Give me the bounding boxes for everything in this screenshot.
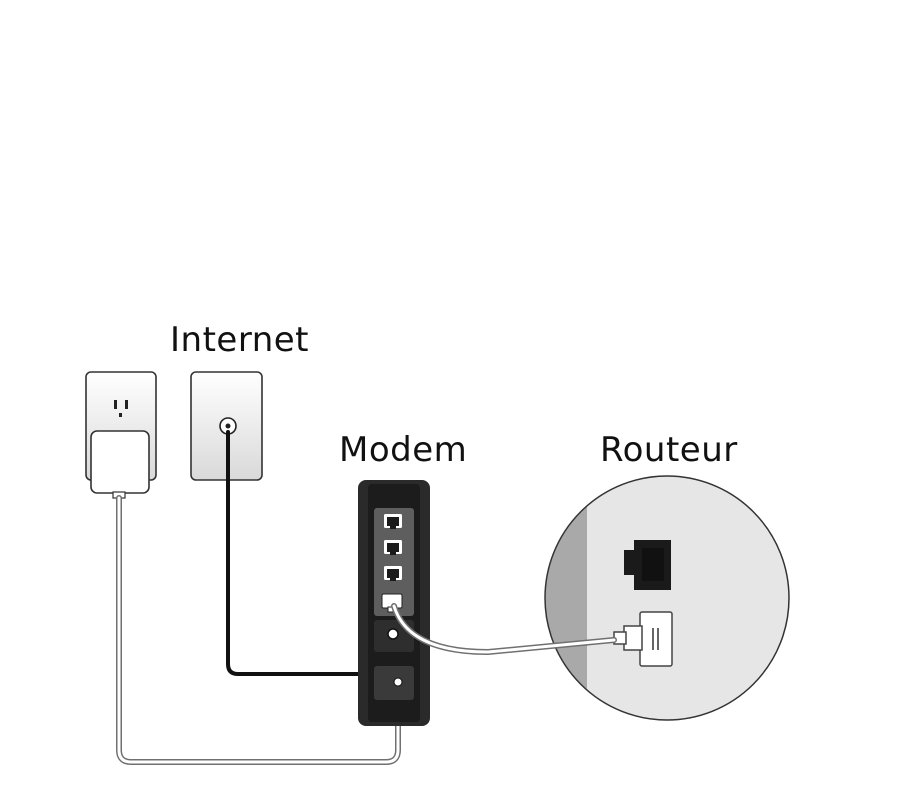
ethernet-cable — [391, 603, 617, 656]
router-port-detail-icon — [544, 475, 790, 721]
power-cable — [116, 495, 401, 765]
router-ethernet-port — [624, 540, 671, 590]
modem-coax-port — [387, 628, 399, 640]
power-adapter-icon — [90, 430, 150, 499]
router-label: Routeur — [600, 430, 738, 470]
modem-power-port — [393, 677, 403, 687]
modem-ethernet-port — [384, 566, 402, 581]
modem-ethernet-port — [384, 514, 402, 529]
ethernet-plug-icon — [613, 611, 673, 667]
modem-ethernet-port — [384, 540, 402, 555]
internet-label: Internet — [170, 320, 310, 360]
modem-label: Modem — [339, 430, 468, 470]
